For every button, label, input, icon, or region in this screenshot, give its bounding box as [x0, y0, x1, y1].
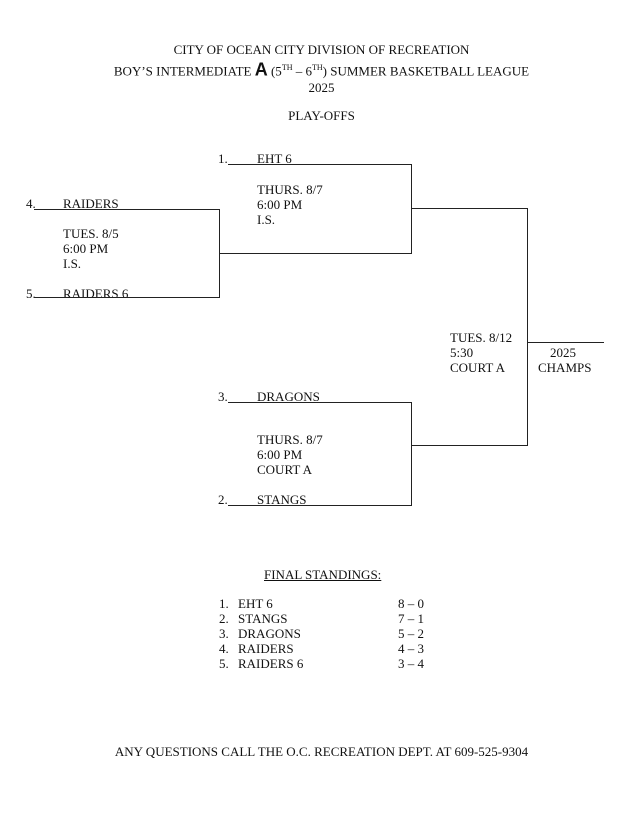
standings-record-4: 4 – 3: [398, 641, 424, 656]
semi1-top-team: EHT 6: [257, 151, 292, 166]
footer-contact: ANY QUESTIONS CALL THE O.C. RECREATION D…: [114, 744, 529, 759]
first-round-info-day: TUES. 8/5: [63, 226, 119, 241]
champion-year: 2025: [550, 345, 576, 360]
semi2-info-location: COURT A: [257, 462, 312, 477]
standings-record-3: 5 – 2: [398, 626, 424, 641]
semi2-info-day: THURS. 8/7: [257, 432, 323, 447]
standings-record-1: 8 – 0: [398, 596, 424, 611]
standings-team-1: EHT 6: [238, 596, 273, 611]
standings-team-5: RAIDERS 6: [238, 656, 304, 671]
league-title-mid: – 6: [292, 63, 312, 79]
first-round-info-time: 6:00 PM: [63, 241, 109, 256]
final-info-time: 5:30: [450, 345, 474, 360]
semi1-top-seed: 1.: [218, 151, 228, 166]
first-round-bottom-seed: 5.: [26, 286, 36, 301]
semi2-top-team: DRAGONS: [257, 389, 320, 404]
standings-title: FINAL STANDINGS:: [264, 567, 382, 582]
semi1-winner-line: [411, 208, 528, 209]
standings-rank-5: 5.: [219, 656, 229, 671]
first-round-bottom-line: [34, 297, 220, 298]
semi2-info-time: 6:00 PM: [257, 447, 303, 462]
league-title-suffix: ) SUMMER BASKETBALL LEAGUE: [322, 63, 530, 79]
league-title-sup1: TH: [281, 63, 293, 72]
semi1-info-day: THURS. 8/7: [257, 182, 323, 197]
semi1-top-line: [228, 164, 412, 165]
semi2-bottom-team: STANGS: [257, 492, 307, 507]
standings-team-2: STANGS: [238, 611, 288, 626]
first-round-top-team: RAIDERS: [63, 196, 119, 211]
semi1-info-time: 6:00 PM: [257, 197, 303, 212]
header-year: 2025: [308, 80, 335, 95]
final-info-location: COURT A: [450, 360, 505, 375]
first-round-connector: [219, 209, 220, 297]
standings-record-2: 7 – 1: [398, 611, 424, 626]
semi2-bottom-line: [228, 505, 412, 506]
league-division-letter: A: [254, 59, 268, 80]
final-connector: [527, 208, 528, 445]
first-round-winner-line: [219, 253, 412, 254]
semi2-top-seed: 3.: [218, 389, 228, 404]
semi1-info-location: I.S.: [257, 212, 276, 227]
standings-rank-4: 4.: [219, 641, 229, 656]
league-title-open: (5: [267, 63, 282, 79]
champion-line: [527, 342, 604, 343]
first-round-bottom-team: RAIDERS 6: [63, 286, 129, 301]
standings-team-4: RAIDERS: [238, 641, 294, 656]
league-title-sup2: TH: [311, 63, 323, 72]
first-round-info-location: I.S.: [63, 256, 82, 271]
standings-record-5: 3 – 4: [398, 656, 424, 671]
first-round-top-seed: 4.: [26, 196, 36, 211]
standings-rank-1: 1.: [219, 596, 229, 611]
playoffs-subtitle: PLAY-OFFS: [288, 108, 355, 123]
standings-team-3: DRAGONS: [238, 626, 301, 641]
final-info-day: TUES. 8/12: [450, 330, 513, 345]
first-round-top-line: [34, 209, 220, 210]
standings-rank-2: 2.: [219, 611, 229, 626]
semi2-top-line: [228, 402, 412, 403]
header-league-title: BOY’S INTERMEDIATE A (5TH – 6TH) SUMMER …: [0, 60, 643, 78]
header-org-title: CITY OF OCEAN CITY DIVISION OF RECREATIO…: [173, 42, 470, 57]
semi2-winner-line: [411, 445, 528, 446]
standings-rank-3: 3.: [219, 626, 229, 641]
champion-label: CHAMPS: [538, 360, 592, 375]
league-title-prefix: BOY’S INTERMEDIATE: [113, 63, 255, 79]
semi2-bottom-seed: 2.: [218, 492, 228, 507]
semi2-connector: [411, 402, 412, 506]
